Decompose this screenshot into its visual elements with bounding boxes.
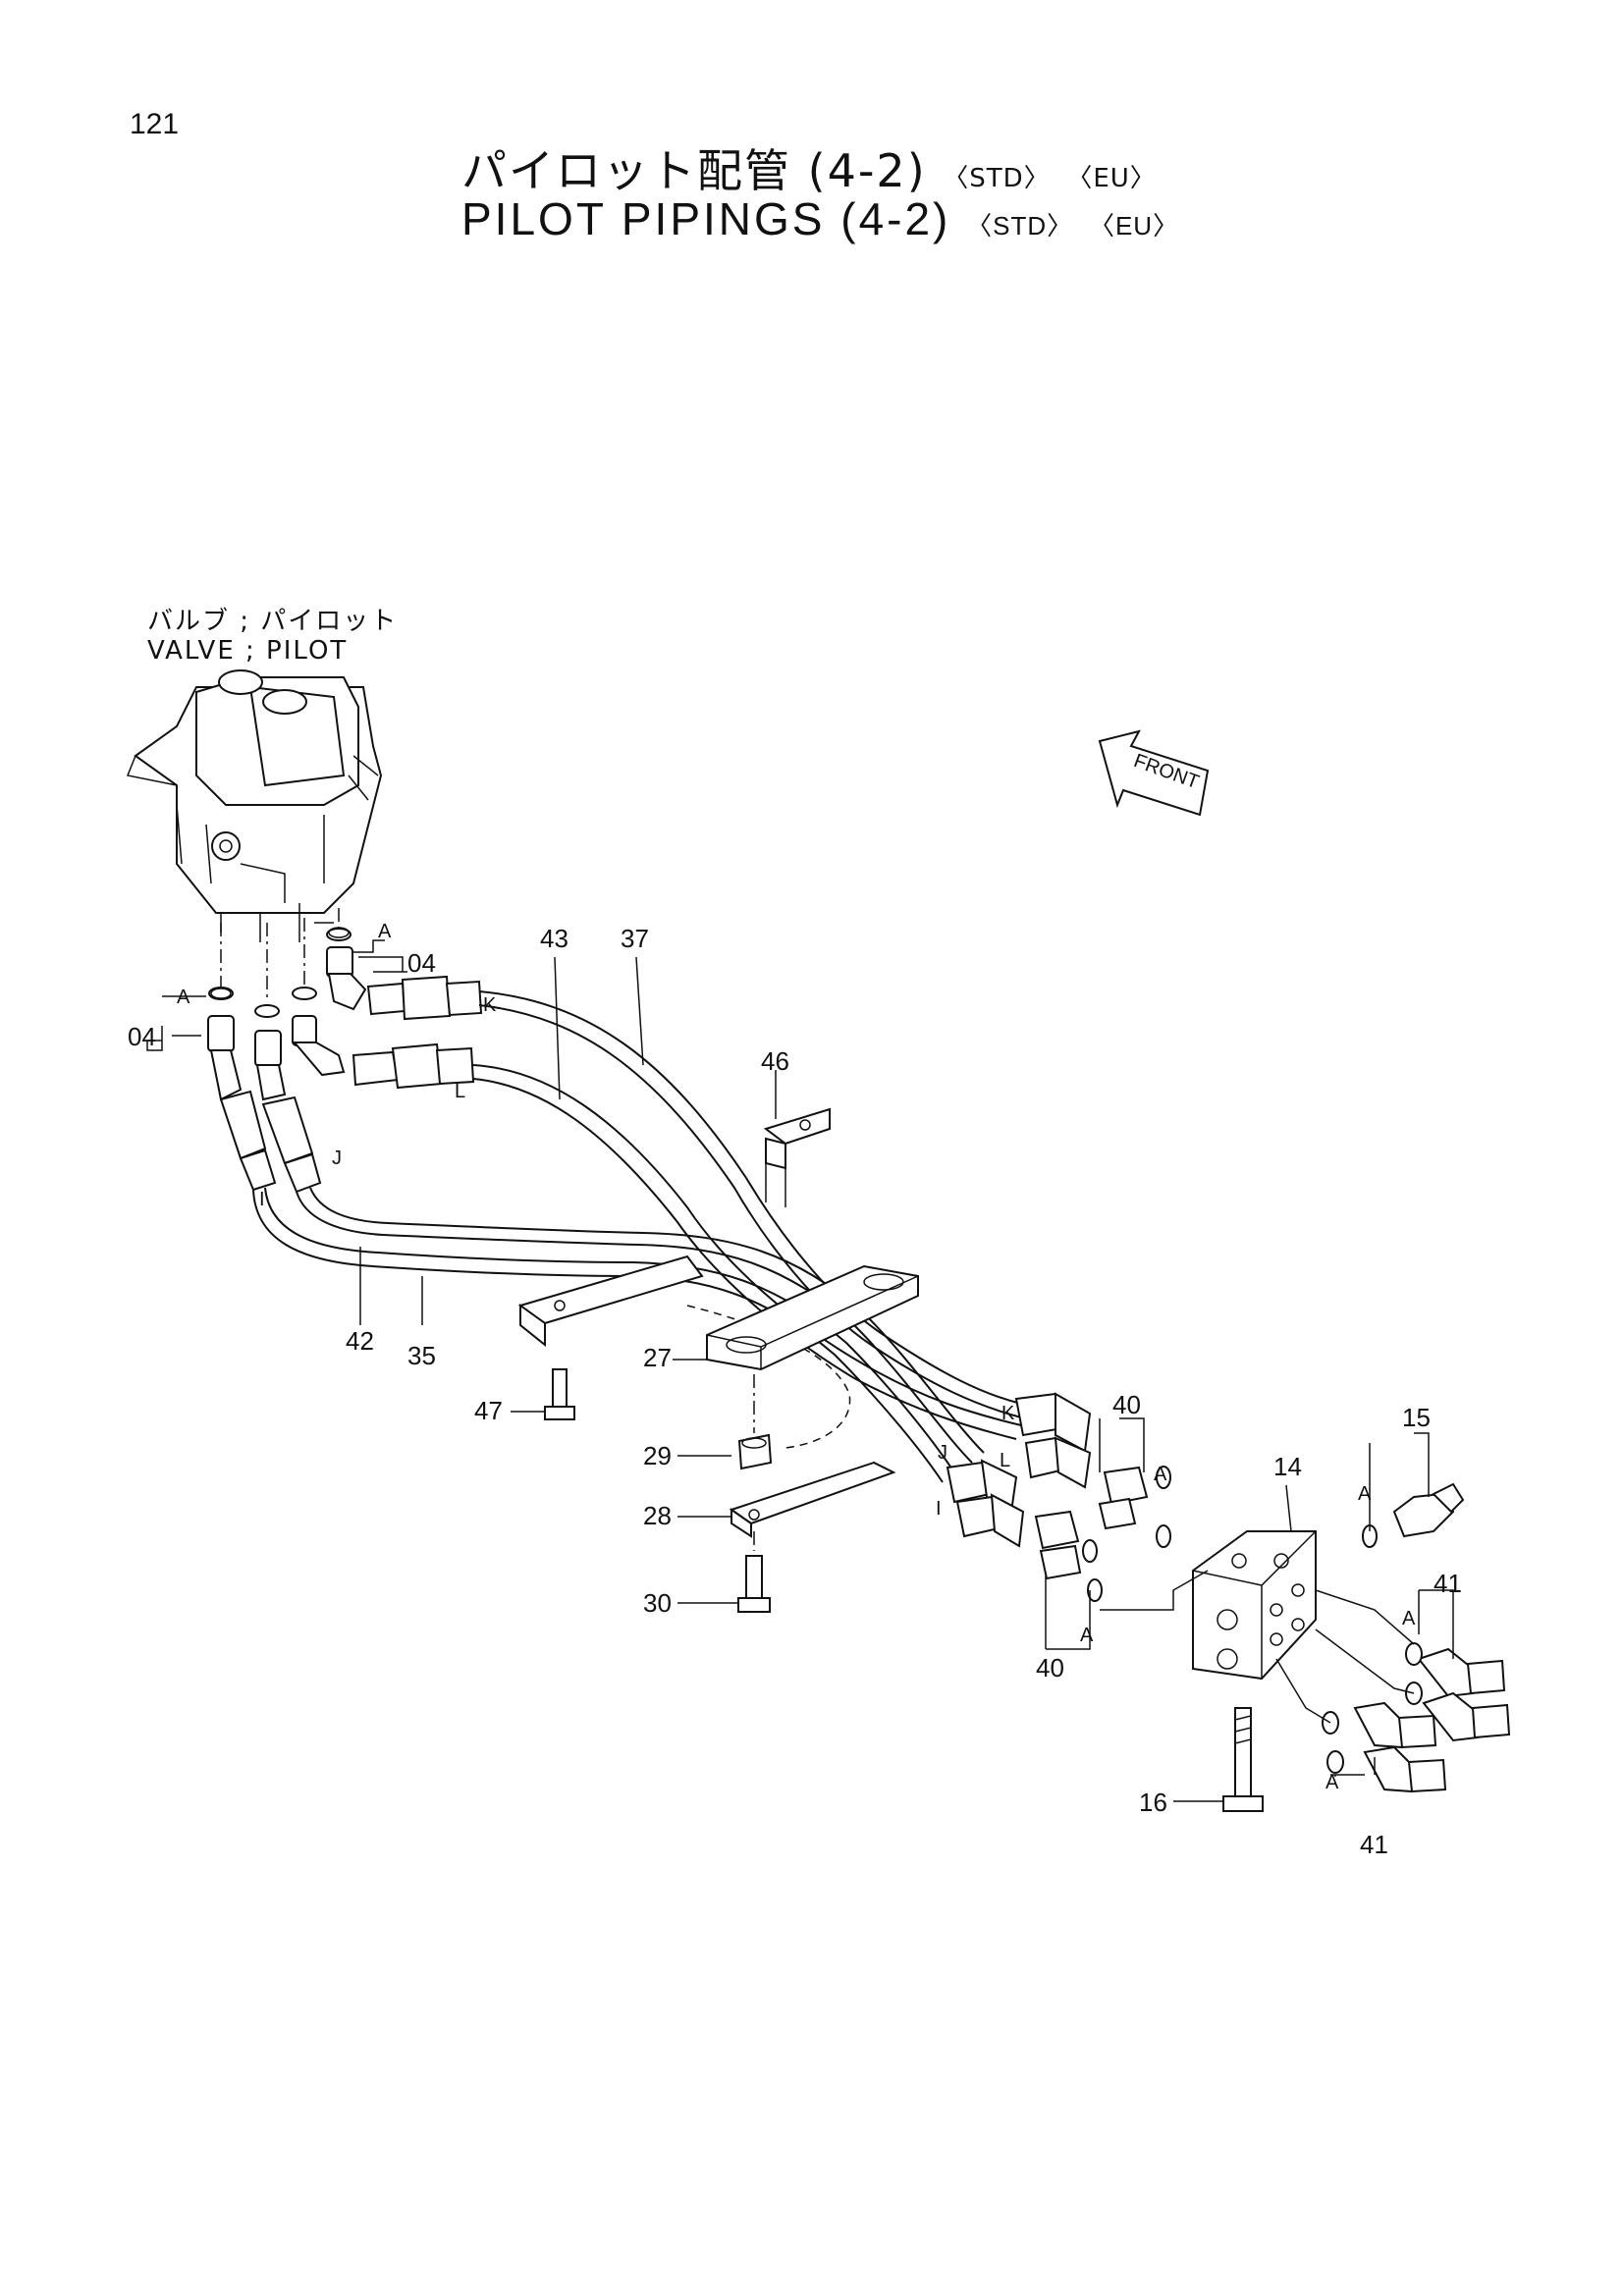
marker-a: A <box>1358 1483 1372 1505</box>
callout-14: 14 <box>1273 1452 1302 1481</box>
brackets <box>517 1107 919 1613</box>
callout-46: 46 <box>761 1046 789 1076</box>
page-number: 121 <box>130 108 180 140</box>
bolt-16 <box>1222 1707 1264 1812</box>
callouts: 04 04 43 37 46 42 35 27 47 29 28 30 40 4… <box>128 924 1462 1859</box>
a-marker-rings <box>210 927 350 999</box>
hose-fittings-block <box>946 1392 1092 1548</box>
letter-markers: A A A A A A A K L I J K L J I <box>177 921 1416 1793</box>
callout-16: 16 <box>1139 1788 1167 1817</box>
marker-l: L <box>1000 1450 1010 1471</box>
marker-j: J <box>938 1442 947 1464</box>
marker-a: A <box>1080 1625 1094 1646</box>
valve-label-en: VALVE ; PILOT <box>147 636 349 666</box>
marker-k: K <box>1001 1403 1015 1424</box>
callout-30: 30 <box>643 1588 672 1618</box>
valve-label-jp: バルブ ; パイロット <box>147 607 399 636</box>
callout-28: 28 <box>643 1501 672 1530</box>
o-rings-valve <box>208 928 352 1018</box>
callout-29: 29 <box>643 1441 672 1470</box>
leader-lines <box>146 922 1454 1802</box>
fitting-15 <box>1362 1482 1465 1548</box>
marker-i: I <box>936 1498 942 1520</box>
callout-27: 27 <box>643 1343 672 1372</box>
callout-43: 43 <box>540 924 568 953</box>
callout-04-top: 04 <box>407 948 436 978</box>
callout-15: 15 <box>1402 1403 1431 1432</box>
callout-47: 47 <box>474 1396 503 1425</box>
adapters-04 <box>207 946 367 1101</box>
front-arrow: FRONT <box>1098 729 1210 817</box>
marker-j: J <box>332 1148 342 1169</box>
page-title-japanese: パイロット配管 (4-2) 〈STD〉 〈EU〉 <box>461 135 1157 200</box>
callout-35: 35 <box>407 1341 436 1370</box>
tag-std: 〈STD〉 <box>966 211 1074 240</box>
title-en-text: PILOT PIPINGS (4-2) <box>461 193 951 244</box>
marker-a: A <box>1154 1464 1167 1485</box>
pilot-valve <box>126 669 383 942</box>
callout-40-top: 40 <box>1112 1390 1141 1419</box>
marker-a: A <box>177 987 190 1008</box>
tag-eu: 〈EU〉 <box>1066 164 1157 193</box>
elbows-41 <box>1322 1642 1511 1793</box>
adapters-40 <box>1034 1466 1171 1602</box>
callout-41-top: 41 <box>1434 1569 1462 1598</box>
tag-eu: 〈EU〉 <box>1088 211 1180 240</box>
hoses <box>252 990 1022 1483</box>
callout-41-bottom: 41 <box>1360 1830 1388 1859</box>
marker-a: A <box>378 921 392 942</box>
callout-40-bottom: 40 <box>1036 1653 1064 1682</box>
callout-42: 42 <box>346 1326 374 1356</box>
block-14 <box>1192 1530 1317 1681</box>
marker-a: A <box>1402 1608 1416 1629</box>
hose-fittings-valve <box>219 975 483 1194</box>
marker-i: I <box>259 1189 265 1210</box>
title-jp-text: パイロット配管 (4-2) <box>461 144 927 197</box>
marker-a: A <box>1325 1772 1339 1793</box>
callout-37: 37 <box>621 924 649 953</box>
page-title-english: PILOT PIPINGS (4-2) 〈STD〉 〈EU〉 <box>461 192 1179 245</box>
marker-k: K <box>483 994 497 1016</box>
marker-l: L <box>455 1081 465 1102</box>
tag-std: 〈STD〉 <box>943 164 1051 193</box>
callout-04-left: 04 <box>128 1022 156 1051</box>
